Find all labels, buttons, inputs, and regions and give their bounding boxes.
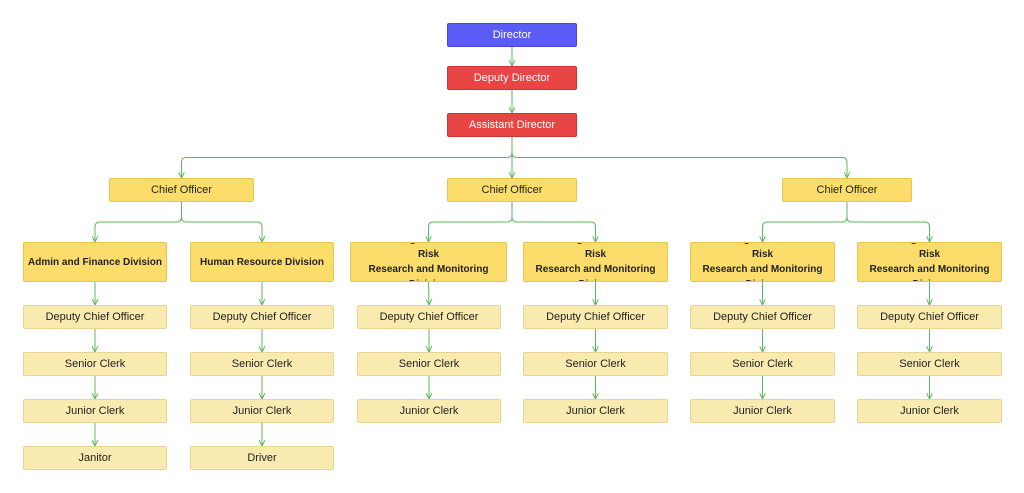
node-label: Meteorological and Disaster Risk Researc… <box>696 243 829 281</box>
assistant-box: Assistant Director <box>447 113 577 137</box>
node-label: Junior Clerk <box>900 404 959 417</box>
chief-box: Chief Officer <box>447 178 577 202</box>
node-label: Junior Clerk <box>566 404 625 417</box>
connector-arrow <box>429 202 513 241</box>
node-label: Human Resource Division <box>200 256 324 268</box>
node-label: Meteorological and Disaster Risk Researc… <box>529 243 662 281</box>
sc-box: Senior Clerk <box>857 352 1002 376</box>
dco-box: Deputy Chief Officer <box>523 305 668 329</box>
chief-box: Chief Officer <box>109 178 254 202</box>
node-label: Senior Clerk <box>565 357 626 370</box>
node-label: Senior Clerk <box>899 357 960 370</box>
division-box: Meteorological and Disaster Risk Researc… <box>857 242 1002 282</box>
node-label: Senior Clerk <box>231 357 293 370</box>
node-label: Senior Clerk <box>398 357 460 370</box>
division-box: Meteorological and Disaster Risk Researc… <box>523 242 668 282</box>
node-label: Deputy Chief Officer <box>713 310 812 323</box>
dco-box: Deputy Chief Officer <box>190 305 334 329</box>
connector-arrow <box>95 202 182 241</box>
node-label: Admin and Finance Division <box>28 256 162 268</box>
node-label: Chief Officer <box>816 183 878 196</box>
sc-box: Senior Clerk <box>690 352 835 376</box>
node-label: Junior Clerk <box>232 404 292 417</box>
node-label: Chief Officer <box>151 183 212 196</box>
chief-box: Chief Officer <box>782 178 912 202</box>
node-label: Assistant Director <box>468 118 556 131</box>
connector-arrow <box>511 202 596 241</box>
jc-box: Junior Clerk <box>190 399 334 423</box>
node-label: Deputy Chief Officer <box>880 310 979 323</box>
connector-arrow <box>182 137 513 177</box>
division-box: Human Resource Division <box>190 242 334 282</box>
sc-box: Senior Clerk <box>357 352 501 376</box>
jc-box: Junior Clerk <box>690 399 835 423</box>
node-label: Junior Clerk <box>399 404 459 417</box>
node-label: Deputy Chief Officer <box>45 310 145 323</box>
node-label: Deputy Chief Officer <box>546 310 645 323</box>
connector-arrow <box>181 202 263 241</box>
connector-arrow <box>763 202 848 241</box>
division-box: Meteorological and Disaster Risk Researc… <box>690 242 835 282</box>
division-box: Admin and Finance Division <box>23 242 167 282</box>
sc-box: Senior Clerk <box>190 352 334 376</box>
sc-box: Senior Clerk <box>523 352 668 376</box>
jc-box: Junior Clerk <box>857 399 1002 423</box>
jc-box: Junior Clerk <box>523 399 668 423</box>
node-label: Deputy Director <box>473 71 551 84</box>
director-box: Director <box>447 23 577 47</box>
deputy-box: Deputy Director <box>447 66 577 90</box>
node-label: Janitor <box>78 451 112 464</box>
node-label: Senior Clerk <box>732 357 793 370</box>
node-label: Junior Clerk <box>733 404 792 417</box>
division-box: Meteorological and Disaster Risk Researc… <box>350 242 507 282</box>
node-label: Meteorological and Disaster Risk Researc… <box>863 243 996 281</box>
dco-box: Deputy Chief Officer <box>357 305 501 329</box>
node-label: Deputy Chief Officer <box>212 310 312 323</box>
dco-box: Deputy Chief Officer <box>857 305 1002 329</box>
sc-box: Senior Clerk <box>23 352 167 376</box>
node-label: Senior Clerk <box>64 357 126 370</box>
connector-arrow <box>429 281 430 304</box>
node-label: Driver <box>247 451 277 464</box>
dco-box: Deputy Chief Officer <box>690 305 835 329</box>
node-label: Director <box>492 28 532 41</box>
connector-arrow <box>511 137 847 177</box>
node-label: Deputy Chief Officer <box>379 310 479 323</box>
jc-box: Junior Clerk <box>357 399 501 423</box>
dco-box: Deputy Chief Officer <box>23 305 167 329</box>
connector-arrow <box>846 202 930 241</box>
node-label: Chief Officer <box>481 183 543 196</box>
driver-box: Driver <box>190 446 334 470</box>
jc-box: Junior Clerk <box>23 399 167 423</box>
node-label: Meteorological and Disaster Risk Researc… <box>362 243 495 281</box>
node-label: Junior Clerk <box>65 404 125 417</box>
janitor-box: Janitor <box>23 446 167 470</box>
